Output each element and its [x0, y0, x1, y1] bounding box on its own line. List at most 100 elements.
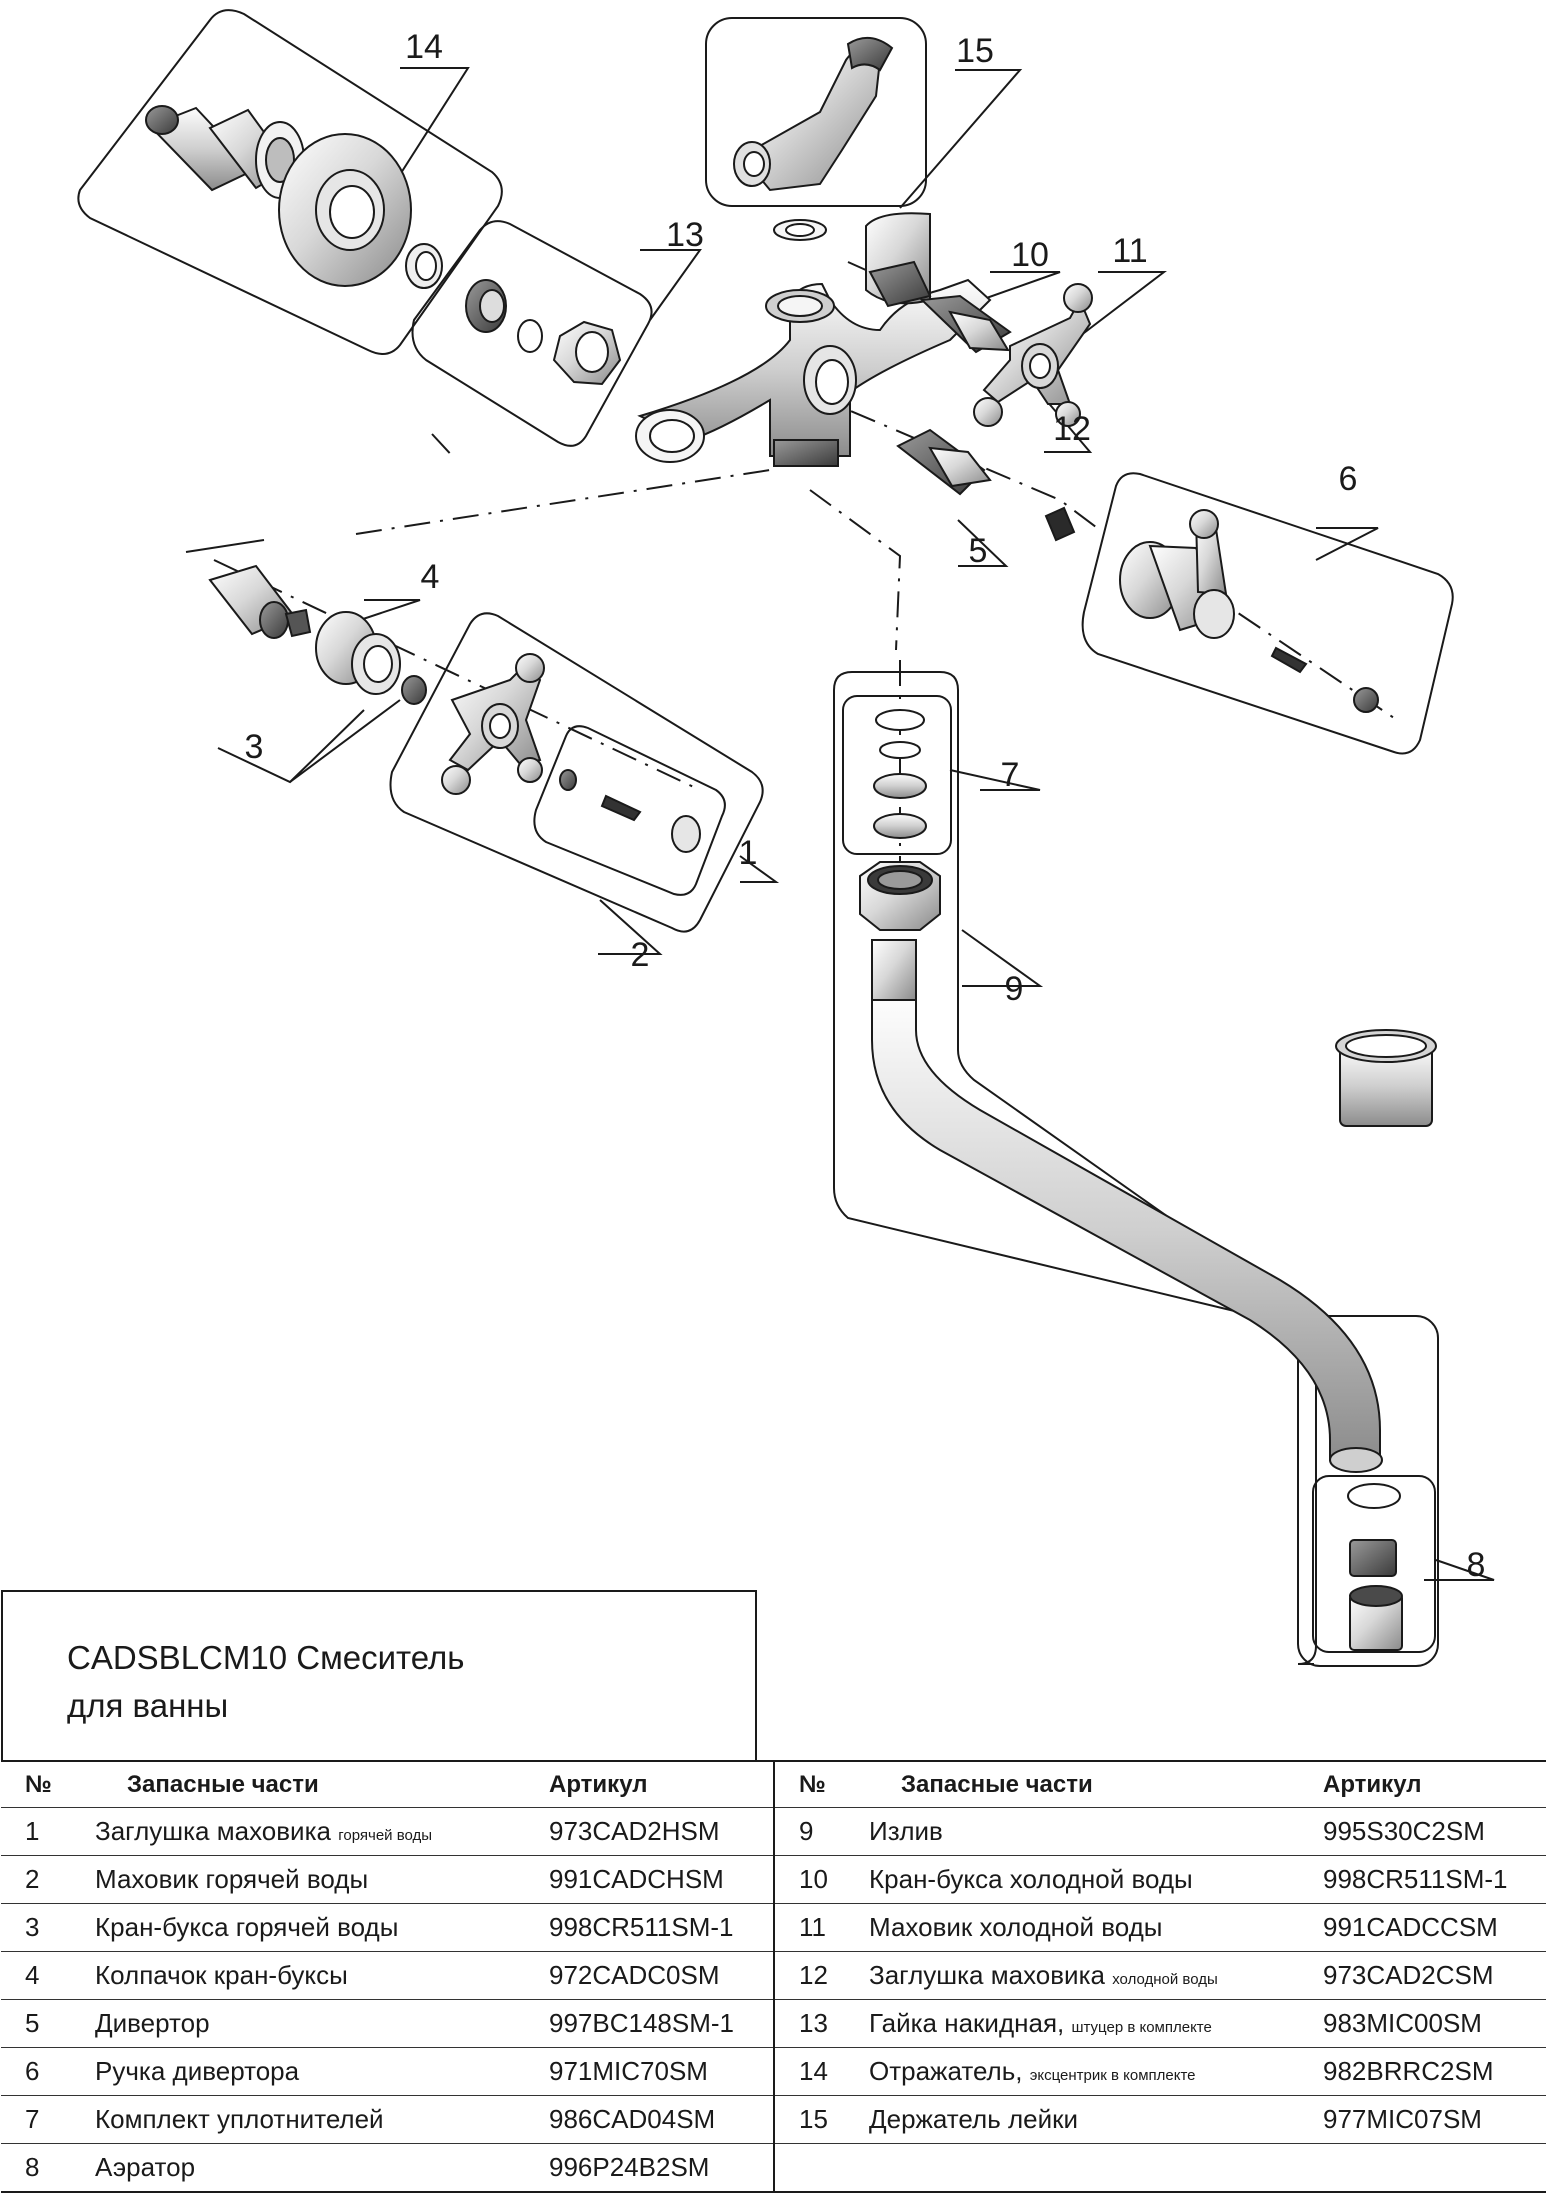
row-article: 996P24B2SM [535, 2143, 774, 2193]
row-part-name: Маховик горячей воды [81, 1855, 535, 1904]
callout-12: 12 [1053, 410, 1091, 448]
axis-main-left [355, 469, 771, 535]
row-article: 972CADC0SM [535, 1951, 774, 2000]
header-article-left: Артикул [535, 1760, 774, 1808]
callout-8: 8 [1467, 1546, 1486, 1584]
callout-2: 2 [631, 936, 650, 974]
row-article: 971MIC70SM [535, 2047, 774, 2096]
row-article: 983MIC00SM [1309, 1999, 1546, 2048]
row-number: 2 [1, 1855, 81, 1904]
row-article: 998CR511SM-1 [535, 1903, 774, 1952]
part-name-text: Кран-букса холодной воды [869, 1864, 1193, 1894]
row-number: 8 [1, 2143, 81, 2193]
header-number-left: № [1, 1760, 81, 1808]
mixer-body [635, 212, 992, 467]
part-name-text: Кран-букса горячей воды [95, 1912, 399, 1942]
part-5-diverter [896, 428, 1076, 542]
row-part-name: Ручка дивертора [81, 2047, 535, 2096]
product-title-line-2: для ванны [67, 1687, 229, 1724]
part-name-text: Колпачок кран-буксы [95, 1960, 348, 1990]
row-part-name: Кран-букса холодной воды [855, 1855, 1309, 1904]
part-note-text: штуцер в комплекте [1071, 2019, 1212, 2036]
part-10-cold-cartridge [919, 294, 1012, 354]
header-part-right: Запасные части [855, 1760, 1309, 1808]
row-article: 995S30C2SM [1309, 1807, 1546, 1856]
row-part-name [855, 2143, 1309, 2193]
callout-5: 5 [969, 532, 988, 570]
row-part-name: Держатель лейки [855, 2095, 1309, 2144]
spare-parts-table: № Запасные части Артикул № Запасные част… [1, 1760, 1546, 2193]
frame-7 [842, 695, 952, 855]
frame-14 [77, 9, 503, 355]
row-article: 973CAD2CSM [1309, 1951, 1546, 2000]
row-part-name: Излив [855, 1807, 1309, 1856]
callout-13: 13 [666, 216, 704, 254]
row-number: 7 [1, 2095, 81, 2144]
part-14-flange [278, 133, 412, 287]
product-title-line-1: CADSBLCM10 Смеситель [67, 1639, 465, 1676]
spare-sleeve [1335, 1029, 1437, 1127]
row-number: 9 [773, 1807, 855, 1856]
callout-9: 9 [1005, 970, 1024, 1008]
callout-3: 3 [245, 728, 264, 766]
header-number-right: № [773, 1760, 855, 1808]
frame-1 [533, 725, 726, 896]
row-part-name: Дивертор [81, 1999, 535, 2048]
axis-spout [809, 489, 902, 651]
part-name-text: Держатель лейки [869, 2104, 1079, 2134]
row-article: 991CADCHSM [535, 1855, 774, 1904]
row-number: 3 [1, 1903, 81, 1952]
leader-lines [185, 67, 1495, 1581]
row-part-name: Отражатель, эксцентрик в комплекте [855, 2047, 1309, 2096]
row-number: 4 [1, 1951, 81, 2000]
part-1-cap [559, 769, 701, 853]
row-number: 14 [773, 2047, 855, 2096]
row-article: 973CAD2HSM [535, 1807, 774, 1856]
row-part-name: Комплект уплотнителей [81, 2095, 535, 2144]
row-part-name: Гайка накидная, штуцер в комплекте [855, 1999, 1309, 2048]
part-name-text: Комплект уплотнителей [95, 2104, 384, 2134]
callout-4: 4 [421, 558, 440, 596]
frame-13 [411, 220, 653, 447]
part-9-spout [871, 939, 1383, 1473]
callout-6: 6 [1339, 460, 1358, 498]
part-14-eccentric [145, 105, 305, 199]
callout-10: 10 [1011, 236, 1049, 274]
row-article: 991CADCCSM [1309, 1903, 1546, 1952]
part-name-text: Маховик горячей воды [95, 1864, 369, 1894]
part-8-aerator [1347, 1483, 1403, 1651]
row-number: 5 [1, 1999, 81, 2048]
callout-1: 1 [739, 834, 758, 872]
row-number: 15 [773, 2095, 855, 2144]
row-article: 977MIC07SM [1309, 2095, 1546, 2144]
row-part-name: Колпачок кран-буксы [81, 1951, 535, 2000]
row-number: 1 [1, 1807, 81, 1856]
frame-2 [389, 612, 764, 933]
title-box: CADSBLCM10 Смеситель для ванны [1, 1590, 757, 1760]
part-15-holder [733, 37, 894, 192]
row-article: 982BRRC2SM [1309, 2047, 1546, 2096]
part-11-cold-handle [973, 283, 1093, 427]
part-3-hot-cartridge [208, 564, 312, 639]
part-name-text: Излив [869, 1816, 943, 1846]
part-note-text: горячей воды [338, 1827, 433, 1844]
callout-15: 15 [956, 32, 994, 70]
part-name-text: Аэратор [95, 2152, 196, 2182]
row-part-name: Аэратор [81, 2143, 535, 2193]
row-number: 12 [773, 1951, 855, 2000]
row-part-name: Заглушка маховика холодной воды [855, 1951, 1309, 2000]
row-article: 998CR511SM-1 [1309, 1855, 1546, 1904]
part-name-text: Отражатель, [869, 2056, 1023, 2086]
frame-9 [833, 671, 1439, 1667]
callout-7: 7 [1001, 756, 1020, 794]
row-part-name: Заглушка маховика горячей воды [81, 1807, 535, 1856]
spout-nut [859, 861, 941, 931]
table-row: 8 Аэратор 996P24B2SM [1, 2143, 1546, 2193]
part-name-text: Заглушка маховика [869, 1960, 1105, 1990]
header-part-left: Запасные части [81, 1760, 535, 1808]
